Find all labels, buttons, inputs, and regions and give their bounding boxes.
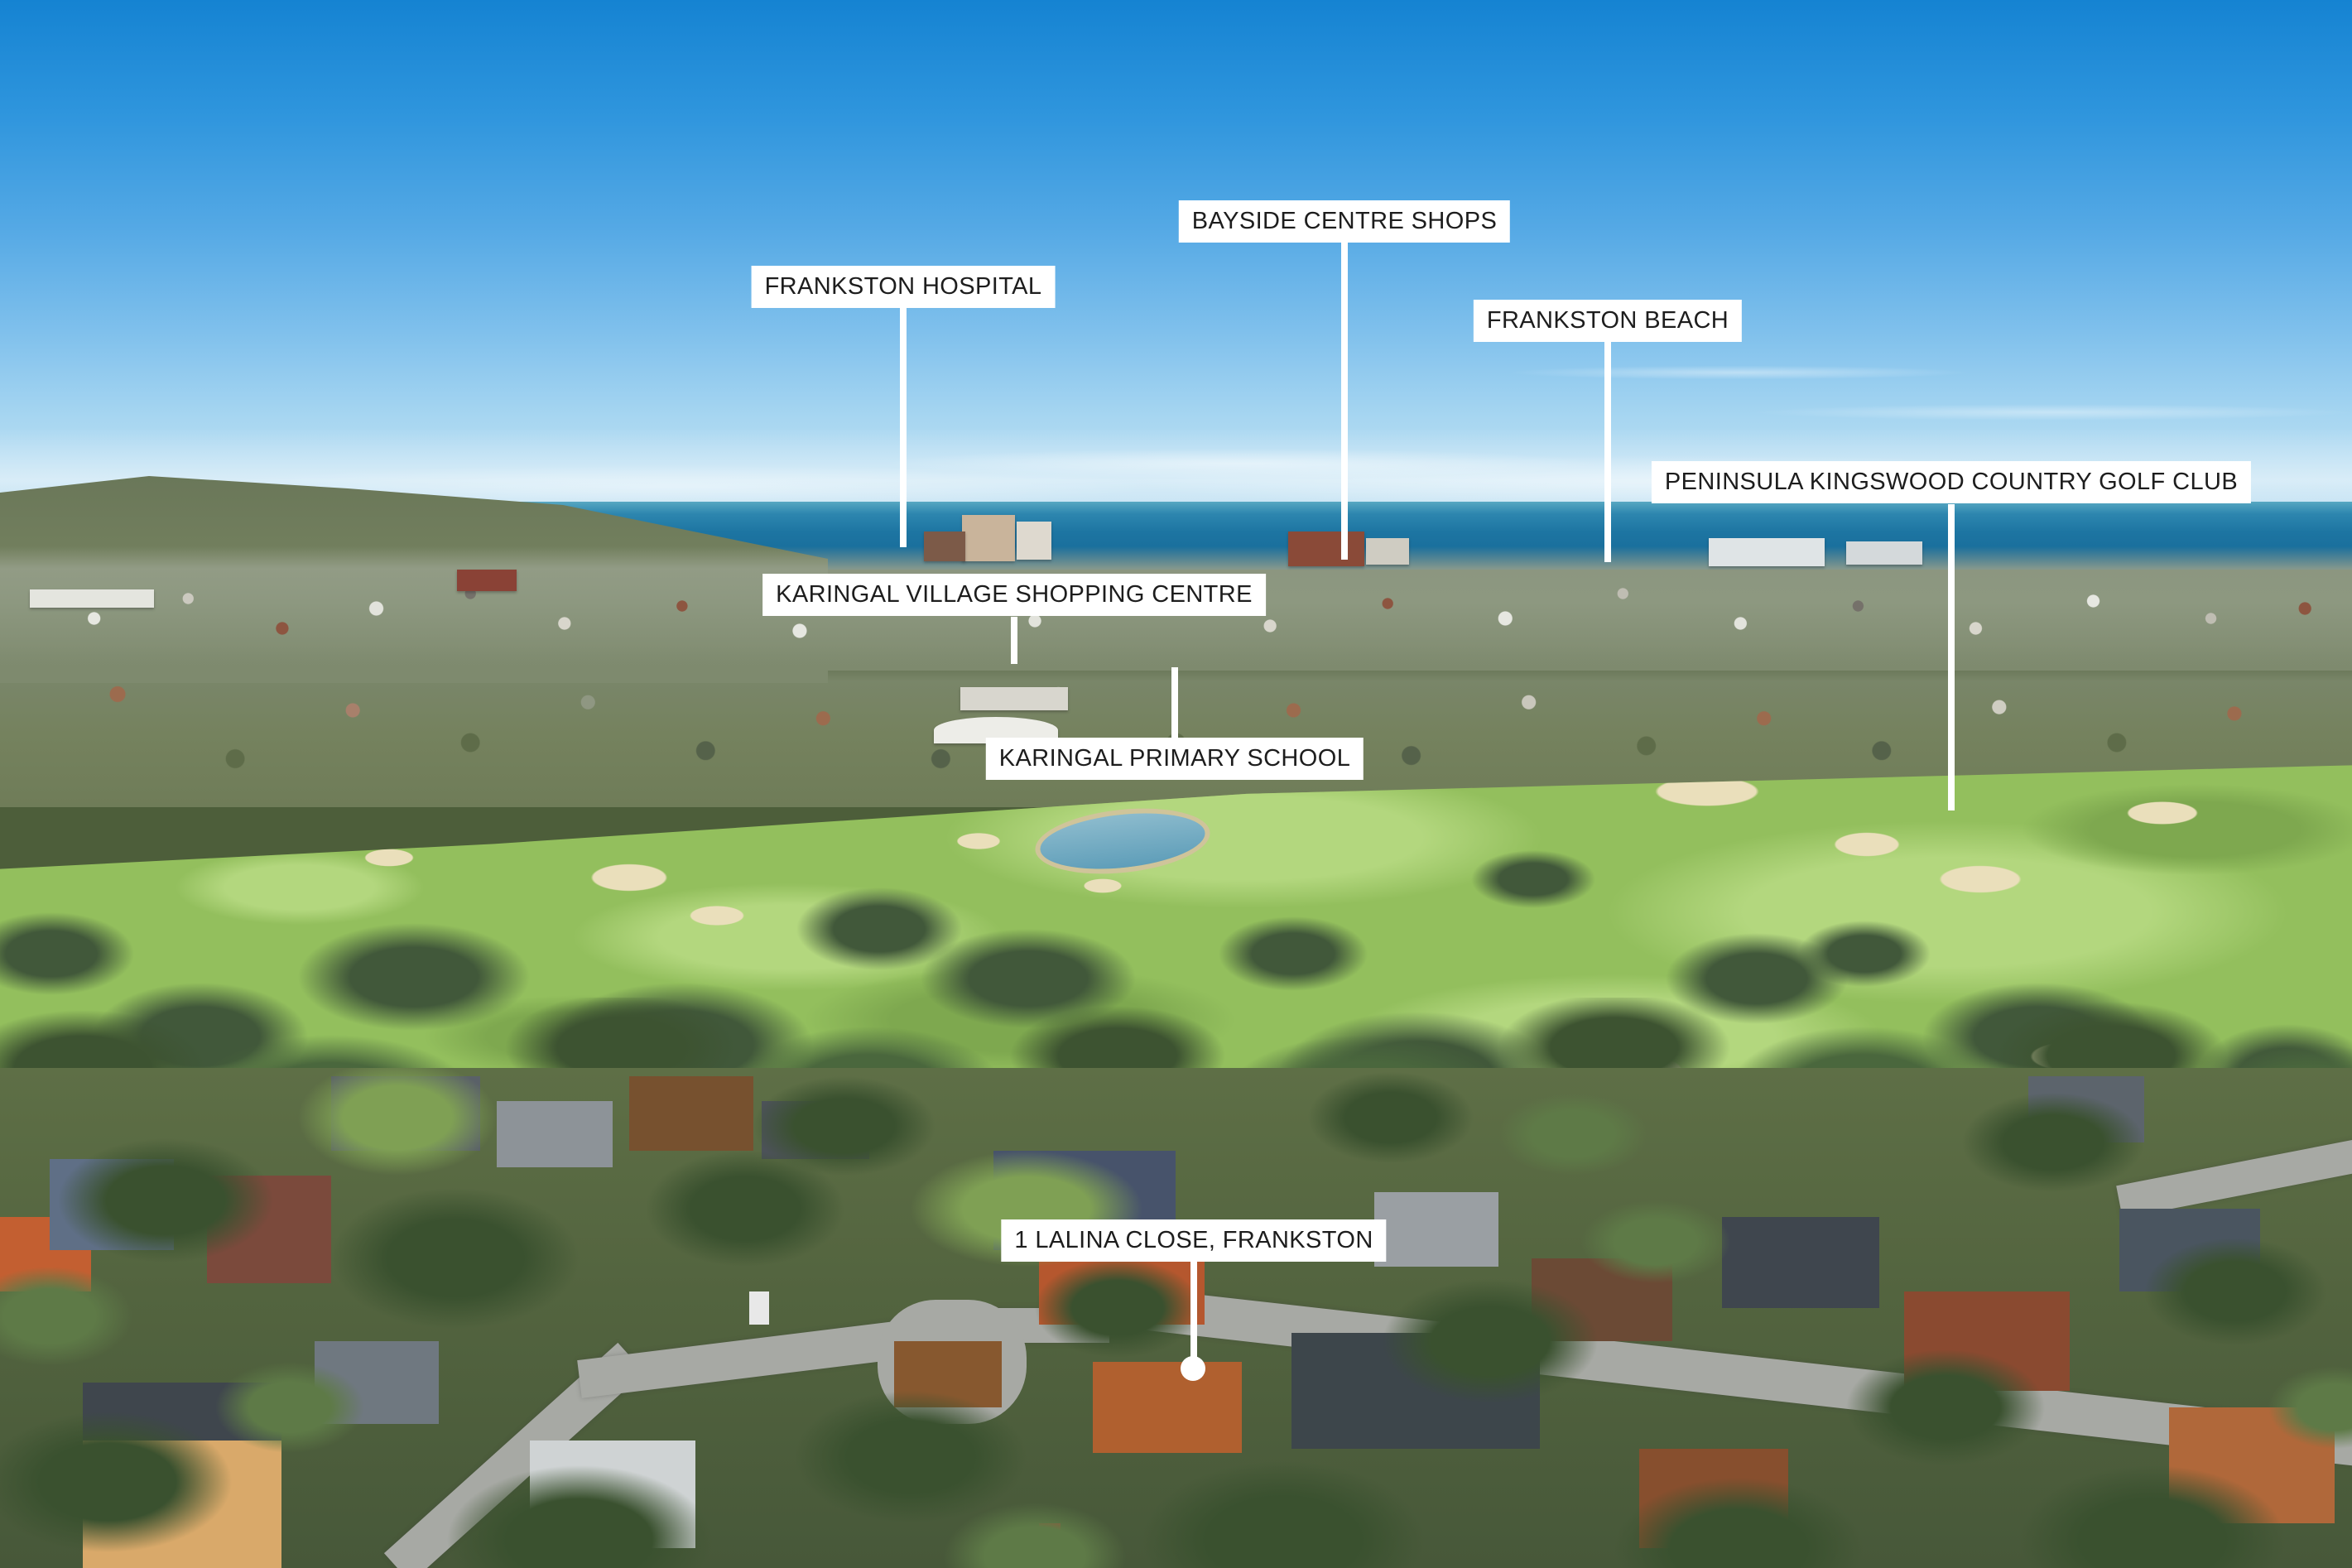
beachfront-building [1709, 538, 1825, 566]
pointer-line-bayside-centre-shops [1341, 242, 1348, 560]
label-peninsula-kingswood-golf: PENINSULA KINGSWOOD COUNTRY GOLF CLUB [1651, 461, 2252, 503]
pointer-line-frankston-beach [1604, 342, 1611, 562]
shopping-centre-building [960, 687, 1068, 710]
bayside-shops-building [1366, 538, 1409, 565]
label-property-address: 1 LALINA CLOSE, FRANKSTON [1001, 1219, 1387, 1262]
label-karingal-village-shopping: KARINGAL VILLAGE SHOPPING CENTRE [762, 574, 1266, 616]
label-frankston-hospital: FRANKSTON HOSPITAL [751, 266, 1056, 308]
label-karingal-primary-school: KARINGAL PRIMARY SCHOOL [985, 738, 1364, 780]
bayside-shops-building [1288, 531, 1364, 566]
label-bayside-centre-shops: BAYSIDE CENTRE SHOPS [1178, 200, 1511, 243]
distant-building [457, 570, 517, 591]
property-marker-dot [1181, 1356, 1205, 1381]
pointer-line-karingal-primary [1171, 667, 1178, 739]
foreground-suburb [0, 1068, 2352, 1568]
distant-building [30, 589, 154, 608]
label-frankston-beach: FRANKSTON BEACH [1473, 300, 1743, 342]
golf-pond [1032, 801, 1214, 882]
pointer-line-peninsula-kingswood-golf [1948, 504, 1955, 810]
hospital-building [1017, 522, 1051, 560]
pointer-line-property [1190, 1262, 1197, 1358]
hospital-building [924, 531, 965, 561]
pointer-line-frankston-hospital [900, 307, 907, 547]
beachfront-building [1846, 541, 1922, 565]
sky [0, 0, 2352, 510]
pointer-line-karingal-village [1011, 617, 1017, 664]
hospital-building [962, 515, 1015, 561]
foreground-trees [0, 1068, 2352, 1568]
